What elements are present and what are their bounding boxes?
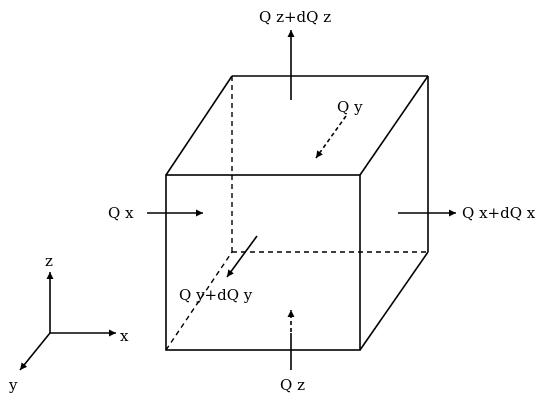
axis-y-line <box>19 332 51 371</box>
qy-front-arrow <box>226 235 258 278</box>
cube-edge-bottom-right-depth <box>359 251 429 351</box>
cube <box>165 75 429 351</box>
qy-back-arrow <box>315 115 347 159</box>
label-qy-front: Q y+dQ y <box>179 286 253 304</box>
axis-label-y: y <box>8 376 18 394</box>
label-qy-back: Q y <box>337 98 363 116</box>
label-qz-top: Q z+dQ z <box>259 8 331 26</box>
axis-label-x: x <box>120 327 129 345</box>
coordinate-axes <box>19 272 116 371</box>
label-qx-left: Q x <box>108 204 134 222</box>
axis-label-z: z <box>45 252 53 270</box>
label-qz-bottom: Q z <box>280 376 305 394</box>
cube-edge-top-left-depth <box>165 75 233 176</box>
cube-hidden-edges <box>165 76 428 351</box>
label-qx-right: Q x+dQ x <box>462 204 536 222</box>
flux-arrows <box>147 30 456 370</box>
cube-front-face <box>165 174 361 351</box>
cube-hidden-edge-bottom-left-depth <box>165 251 233 351</box>
cube-edge-top-right-depth <box>359 75 429 176</box>
